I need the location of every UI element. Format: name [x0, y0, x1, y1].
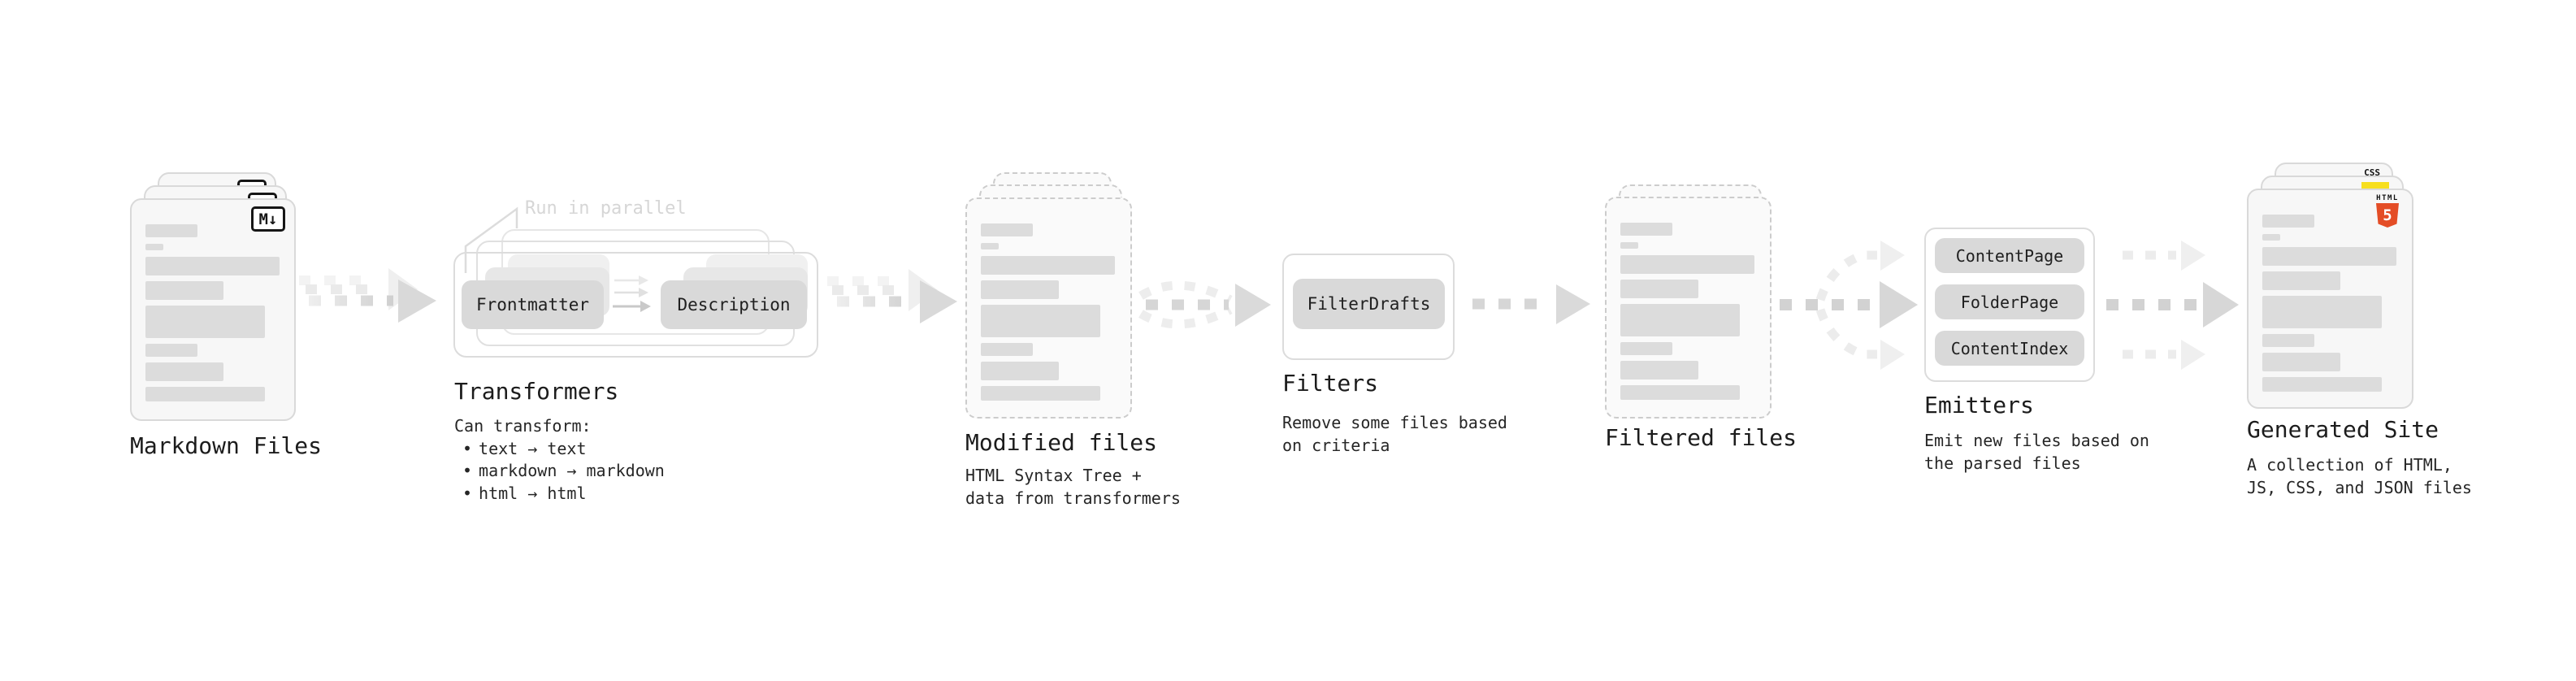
- generated-site-label: Generated Site: [2247, 416, 2439, 443]
- arrow-modified-to-filters: [1138, 280, 1271, 329]
- caption-line: the parsed files: [1924, 453, 2081, 473]
- parallel-arrows-icon: [613, 275, 651, 312]
- filters-label: Filters: [1282, 370, 1379, 397]
- text-placeholder-bar: [1620, 361, 1698, 380]
- html5-icon-word: HTML: [2376, 194, 2399, 202]
- emitters-caption: Emit new files based on the parsed files: [1924, 430, 2149, 475]
- transformers-label: Transformers: [454, 378, 619, 405]
- text-placeholder-bar: [2262, 271, 2340, 290]
- caption-line: HTML Syntax Tree +: [965, 466, 1142, 485]
- html5-icon-number: 5: [2383, 206, 2392, 224]
- contentindex-pill: ContentIndex: [1935, 331, 2084, 366]
- transformer-layer-box-front: [453, 252, 818, 358]
- parallel-annotation: Run in parallel: [525, 198, 687, 219]
- text-placeholder-bar: [2262, 334, 2314, 347]
- text-placeholder-bar: [145, 257, 280, 275]
- arrow-transformers-to-modified: [827, 269, 957, 323]
- text-placeholder-bar: [2262, 296, 2382, 328]
- generated-site-caption: A collection of HTML, JS, CSS, and JSON …: [2247, 454, 2472, 499]
- arrow-filters-to-filtered: [1472, 284, 1590, 324]
- description-pill: Description: [661, 280, 807, 329]
- caption-line: JS, CSS, and JSON files: [2247, 477, 2472, 497]
- text-placeholder-bar: [981, 280, 1059, 299]
- text-placeholder-bar: [1620, 385, 1740, 400]
- markdown-file-card-front: M↓: [130, 198, 296, 421]
- text-placeholder-bar: [981, 256, 1115, 275]
- text-placeholder-bar: [981, 362, 1059, 380]
- filterdrafts-pill: FilterDrafts: [1293, 279, 1445, 329]
- transform-bullet-item: markdown → markdown: [454, 460, 665, 483]
- text-placeholder-bar: [981, 223, 1033, 236]
- html5-icon-shield: 5: [2376, 203, 2399, 228]
- text-placeholder-bar: [145, 344, 197, 357]
- text-placeholder-bar: [2262, 247, 2396, 266]
- text-placeholder-bar: [145, 281, 223, 300]
- markdown-file-icon: M↓: [251, 206, 285, 232]
- markdown-files-label: Markdown Files: [130, 432, 323, 459]
- text-placeholder-bar: [1620, 280, 1698, 298]
- text-placeholder-bar: [981, 305, 1100, 337]
- text-placeholder-bar: [145, 306, 265, 338]
- caption-line: Emit new files based on: [1924, 431, 2149, 450]
- text-placeholder-bar: [145, 387, 265, 401]
- html5-file-icon: HTML 5: [2371, 194, 2404, 228]
- filtered-file-card-front: [1605, 197, 1772, 419]
- arrow-emitters-to-generated: [2106, 241, 2239, 370]
- text-placeholder-bar: [1620, 242, 1638, 249]
- contentpage-pill: ContentPage: [1935, 238, 2084, 273]
- text-placeholder-bar: [2262, 353, 2340, 371]
- text-placeholder-bar: [1620, 255, 1754, 274]
- text-placeholder-bar: [2262, 215, 2314, 228]
- caption-line: data from transformers: [965, 488, 1181, 508]
- modified-files-label: Modified files: [965, 429, 1158, 456]
- text-placeholder-bar: [981, 243, 999, 249]
- text-placeholder-bar: [2262, 377, 2382, 392]
- arrow-filtered-to-emitters: [1780, 241, 1918, 370]
- transformers-caption-title: Can transform:: [454, 416, 592, 436]
- transform-bullet-item: text → text: [454, 438, 665, 461]
- filtered-files-label: Filtered files: [1605, 424, 1798, 451]
- transformers-caption: Can transform: text → text markdown → ma…: [454, 415, 665, 505]
- transform-bullet-item: html → html: [454, 483, 665, 505]
- text-placeholder-bar: [1620, 342, 1672, 355]
- text-placeholder-bar: [145, 362, 223, 381]
- text-placeholder-bar: [145, 224, 197, 237]
- caption-line: A collection of HTML,: [2247, 455, 2452, 475]
- caption-line: Remove some files based: [1282, 413, 1507, 432]
- folderpage-pill: FolderPage: [1935, 284, 2084, 319]
- modified-file-card-front: [965, 197, 1132, 419]
- generated-file-card-front: HTML 5: [2247, 189, 2413, 409]
- emitters-label: Emitters: [1924, 392, 2034, 419]
- arrow-markdown-to-transformers: [299, 268, 436, 323]
- modified-files-caption: HTML Syntax Tree + data from transformer…: [965, 465, 1181, 510]
- text-placeholder-bar: [1620, 304, 1740, 336]
- frontmatter-pill: Frontmatter: [462, 280, 604, 329]
- text-placeholder-bar: [1620, 223, 1672, 236]
- text-placeholder-bar: [981, 386, 1100, 401]
- text-placeholder-bar: [2262, 234, 2280, 241]
- text-placeholder-bar: [981, 343, 1033, 356]
- filters-caption: Remove some files based on criteria: [1282, 412, 1507, 457]
- caption-line: on criteria: [1282, 435, 1390, 455]
- text-placeholder-bar: [145, 244, 163, 250]
